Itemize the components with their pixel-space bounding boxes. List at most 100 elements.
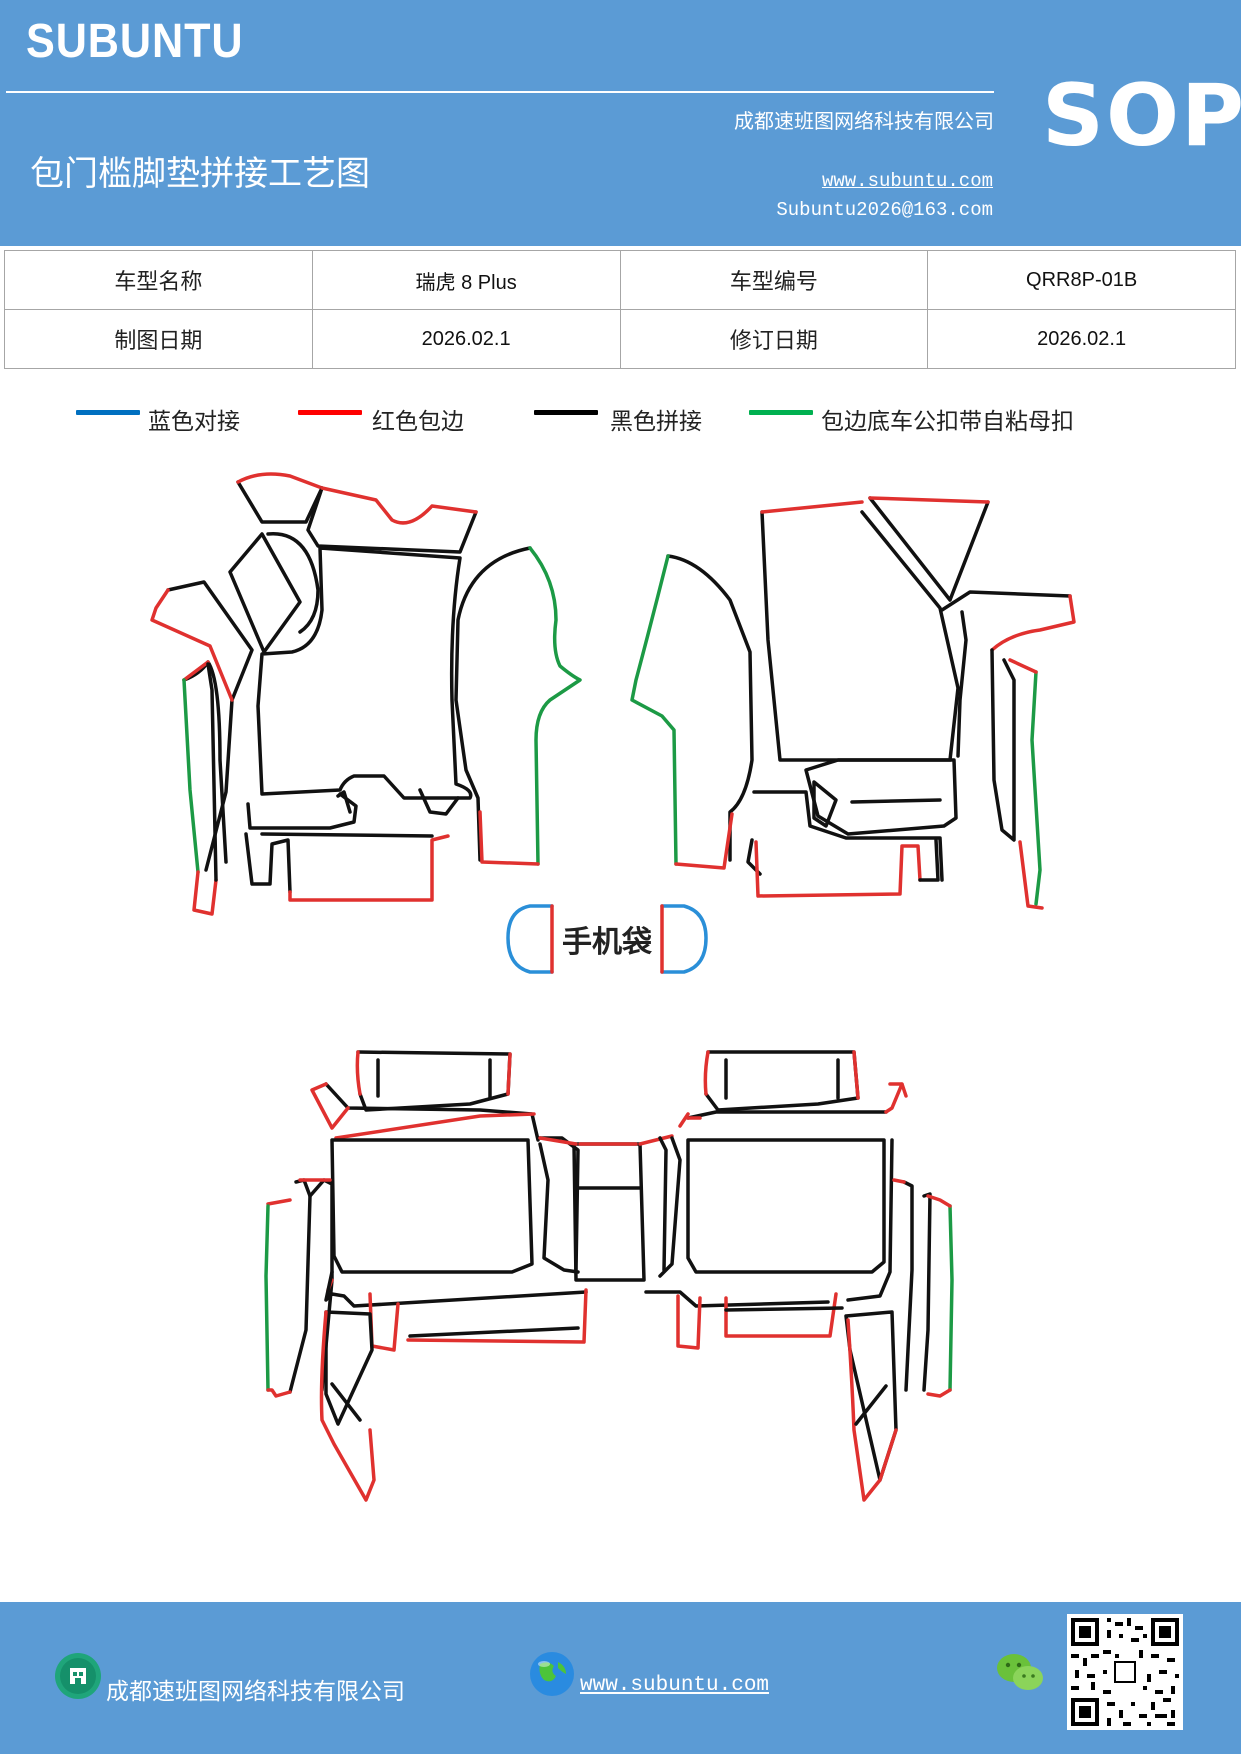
mat-piece bbox=[324, 1270, 588, 1308]
mat-edge-red bbox=[266, 1388, 292, 1398]
mat-edge-red bbox=[990, 594, 1076, 652]
company-name: 成都速班图网络科技有限公司 bbox=[734, 109, 994, 133]
vehicle-info-table: 车型名称 瑞虎 8 Plus 车型编号 QRR8P-01B 制图日期 2026.… bbox=[4, 250, 1236, 369]
mat-splicing-diagram: 手机袋 bbox=[150, 472, 1076, 1502]
globe-icon bbox=[530, 1652, 574, 1696]
mat-piece bbox=[850, 798, 942, 804]
building-icon bbox=[55, 1653, 101, 1699]
model-code-label: 车型编号 bbox=[619, 250, 929, 310]
legend-swatch-black bbox=[534, 410, 598, 415]
mat-piece bbox=[804, 758, 958, 836]
mat-piece bbox=[572, 1142, 646, 1282]
mat-piece bbox=[922, 1192, 932, 1392]
legend-swatch-green bbox=[749, 410, 813, 415]
mat-piece bbox=[266, 532, 320, 634]
mat-edge-red bbox=[478, 810, 540, 866]
mat-piece bbox=[324, 1310, 374, 1426]
phone-bag-left-edge bbox=[506, 904, 554, 974]
mat-edge-red bbox=[319, 1310, 376, 1502]
mat-piece bbox=[956, 610, 968, 758]
mat-piece bbox=[658, 1136, 668, 1272]
mat-piece bbox=[288, 1178, 312, 1394]
mat-piece bbox=[724, 1058, 840, 1100]
phone-bag-right-edge bbox=[660, 904, 708, 974]
legend-swatch-blue bbox=[76, 410, 140, 415]
mat-piece bbox=[418, 788, 460, 816]
phone-bag bbox=[506, 904, 708, 974]
mat-piece bbox=[538, 1142, 580, 1274]
revise-date-value: 2026.02.1 bbox=[927, 309, 1236, 369]
table-row: 车型名称 瑞虎 8 Plus 车型编号 QRR8P-01B bbox=[4, 250, 1236, 310]
email-text: Subuntu2026@163.com bbox=[776, 199, 993, 221]
color-legend: 蓝色对接 红色包边 黑色拼接 包边底车公扣带自粘母扣 bbox=[0, 400, 1241, 440]
sop-label: SOP bbox=[1042, 66, 1241, 166]
mat-edge-red bbox=[538, 1134, 674, 1146]
mat-edge-red bbox=[678, 1082, 908, 1128]
mat-piece bbox=[408, 1326, 580, 1338]
mat-piece bbox=[658, 1136, 682, 1278]
model-name-label: 车型名称 bbox=[4, 250, 313, 310]
mat-piece bbox=[260, 832, 434, 838]
legend-label: 包边底车公扣带自粘母扣 bbox=[821, 409, 1074, 435]
mat-edge-red bbox=[266, 1178, 334, 1292]
legend-label: 黑色拼接 bbox=[610, 409, 702, 435]
mat-piece bbox=[644, 1290, 830, 1308]
mat-piece bbox=[182, 660, 228, 864]
mat-piece bbox=[166, 580, 254, 872]
mat-piece bbox=[666, 554, 754, 862]
mat-piece bbox=[752, 790, 944, 882]
mat-piece bbox=[846, 1138, 894, 1302]
phone-bag-label: 手机袋 bbox=[562, 925, 652, 960]
mat-piece bbox=[256, 546, 473, 800]
draw-date-label: 制图日期 bbox=[4, 309, 313, 369]
mat-piece bbox=[324, 1082, 540, 1142]
page-title: 包门槛脚垫拼接工艺图 bbox=[30, 154, 370, 194]
mat-piece bbox=[940, 590, 1072, 612]
mat-edge-red bbox=[182, 660, 210, 682]
mat-piece bbox=[686, 1138, 886, 1274]
mat-edge-red bbox=[892, 1178, 952, 1398]
mat-edge-red bbox=[846, 1318, 898, 1502]
header-divider bbox=[6, 91, 994, 93]
mat-piece bbox=[376, 1058, 492, 1100]
mat-edge-red bbox=[150, 588, 234, 702]
legend-label: 蓝色对接 bbox=[148, 409, 240, 435]
center-console-mat bbox=[538, 1134, 674, 1282]
qr-code-icon bbox=[1067, 1614, 1183, 1730]
mat-edge-red bbox=[355, 1050, 512, 1096]
rear-right-mat bbox=[644, 1050, 954, 1502]
mat-edge-green bbox=[264, 1204, 270, 1392]
mat-edge-red bbox=[288, 834, 450, 902]
mat-edge-red bbox=[310, 1082, 536, 1140]
mat-edge-red bbox=[236, 472, 324, 490]
footer-company-name: 成都速班图网络科技有限公司 bbox=[106, 1679, 405, 1705]
mat-piece bbox=[306, 486, 478, 554]
legend-swatch-red bbox=[298, 410, 362, 415]
front-left-mat bbox=[150, 472, 582, 916]
footer-banner: 成都速班图网络科技有限公司 www.subuntu.com bbox=[0, 1602, 1241, 1754]
website-link[interactable]: www.subuntu.com bbox=[821, 170, 993, 192]
mat-piece bbox=[330, 1138, 534, 1274]
mat-piece bbox=[244, 832, 292, 894]
mat-edge-red bbox=[760, 500, 864, 514]
table-row: 制图日期 2026.02.1 修订日期 2026.02.1 bbox=[4, 309, 1236, 369]
mat-piece bbox=[918, 838, 940, 882]
mat-edge-green bbox=[948, 1204, 954, 1392]
footer-website-link[interactable]: www.subuntu.com bbox=[580, 1674, 770, 1697]
mat-piece bbox=[868, 496, 990, 602]
mat-edge-green bbox=[528, 546, 582, 866]
mat-piece bbox=[308, 1178, 334, 1392]
mat-edge-red bbox=[192, 870, 218, 916]
model-name-value: 瑞虎 8 Plus bbox=[311, 250, 621, 310]
mat-piece bbox=[356, 1050, 512, 1112]
mat-piece bbox=[760, 510, 960, 762]
wechat-icon[interactable] bbox=[996, 1652, 1044, 1694]
mat-piece bbox=[236, 480, 324, 524]
mat-piece bbox=[704, 1050, 860, 1112]
mat-piece bbox=[330, 1382, 362, 1422]
mat-piece bbox=[902, 1180, 914, 1392]
mat-piece bbox=[686, 1110, 888, 1120]
mat-piece bbox=[206, 662, 218, 882]
mat-edge-red bbox=[676, 1292, 838, 1350]
draw-date-value: 2026.02.1 bbox=[311, 309, 621, 369]
